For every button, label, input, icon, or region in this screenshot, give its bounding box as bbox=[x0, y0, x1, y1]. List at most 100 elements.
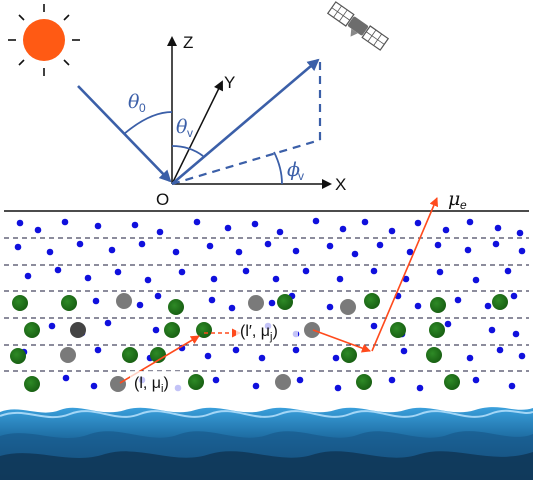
aerosol-particle-small bbox=[131, 221, 139, 229]
svg-text:v: v bbox=[187, 126, 193, 140]
aerosol-particle-small bbox=[339, 225, 347, 233]
thetav-label: θ v bbox=[176, 116, 193, 140]
aerosol-particle-small bbox=[104, 319, 112, 327]
aerosol-particle-small bbox=[208, 296, 216, 304]
aerosol-particle-small bbox=[16, 219, 24, 227]
aerosol-particle-green bbox=[429, 322, 445, 338]
aerosol-particle-small bbox=[228, 304, 236, 312]
svg-text:θ: θ bbox=[176, 116, 188, 138]
aerosol-particle-small bbox=[46, 248, 54, 256]
aerosol-particle-green bbox=[168, 299, 184, 315]
aerosol-particle-small bbox=[34, 226, 42, 234]
view-direction-ray bbox=[171, 58, 320, 185]
aerosol-particle-small bbox=[206, 242, 214, 250]
aerosol-particle-small bbox=[235, 248, 243, 256]
aerosol-particle-small bbox=[212, 376, 220, 384]
aerosol-particle-green bbox=[390, 322, 406, 338]
aerosol-particle-small bbox=[152, 326, 160, 334]
aerosol-particle-small bbox=[224, 224, 232, 232]
aerosol-particle-small bbox=[136, 301, 144, 309]
aerosol-particle-green bbox=[24, 376, 40, 392]
aerosol-particle-small bbox=[178, 268, 186, 276]
aerosol-particle-green bbox=[277, 294, 293, 310]
aerosol-particle-small bbox=[94, 346, 102, 354]
aerosol-particle-small bbox=[252, 382, 260, 390]
mu-e-label: μ e bbox=[448, 188, 467, 212]
x-axis-label: X bbox=[335, 175, 346, 194]
aerosol-particle-small bbox=[376, 241, 384, 249]
aerosol-particle-small bbox=[62, 374, 70, 382]
aerosol-particle-small bbox=[464, 246, 472, 254]
aerosol-particle-small bbox=[444, 320, 452, 328]
aerosol-particle-green bbox=[492, 294, 508, 310]
svg-text:μ: μ bbox=[448, 188, 460, 210]
aerosol-particle-green bbox=[61, 295, 77, 311]
aerosol-particle-small bbox=[292, 346, 300, 354]
aerosol-particle-small bbox=[242, 267, 250, 275]
aerosol-particle-green bbox=[164, 322, 180, 338]
photon-segment-3 bbox=[312, 329, 371, 353]
aerosol-particle-small bbox=[292, 247, 300, 255]
aerosol-particle-gray bbox=[60, 347, 76, 363]
aerosol-particle-small bbox=[504, 267, 512, 275]
aerosol-particle-small bbox=[90, 382, 98, 390]
aerosol-particle-small bbox=[232, 346, 240, 354]
origin-label: O bbox=[156, 190, 169, 209]
theta0-label: θ 0 bbox=[128, 91, 146, 115]
aerosol-particle-small bbox=[92, 297, 100, 305]
aerosol-particle-small bbox=[272, 275, 280, 283]
y-axis bbox=[171, 80, 223, 185]
y-axis-label: Y bbox=[224, 73, 235, 92]
aerosol-particle-green bbox=[150, 347, 166, 363]
aerosol-particle-small bbox=[472, 376, 480, 384]
aerosol-particle-green bbox=[122, 347, 138, 363]
aerosol-particle-small bbox=[472, 276, 480, 284]
satellite-icon bbox=[326, 1, 390, 51]
aerosol-particle-small bbox=[76, 240, 84, 248]
phiv-arc bbox=[273, 151, 283, 185]
aerosol-particle-dark bbox=[70, 322, 86, 338]
aerosol-particle-small bbox=[508, 382, 516, 390]
aerosol-particle-small bbox=[414, 302, 422, 310]
aerosol-particle-small bbox=[406, 248, 414, 256]
aerosol-particle-small bbox=[416, 384, 424, 392]
aerosol-particle-small bbox=[512, 330, 520, 338]
aerosol-particle-small bbox=[442, 226, 450, 234]
aerosol-particle-small bbox=[54, 266, 62, 274]
aerosol-particle-small bbox=[492, 240, 500, 248]
aerosol-particle-small bbox=[61, 218, 69, 226]
aerosol-particle-small bbox=[276, 228, 284, 236]
aerosol-particle-small bbox=[388, 376, 396, 384]
aerosol-particle-green bbox=[188, 374, 204, 390]
aerosol-particle-small bbox=[496, 346, 504, 354]
aerosol-particle-small bbox=[336, 275, 344, 283]
svg-text:v: v bbox=[298, 169, 304, 183]
aerosol-particle-green bbox=[12, 295, 28, 311]
aerosol-particle-gray bbox=[275, 374, 291, 390]
z-axis-label: Z bbox=[183, 33, 193, 52]
aerosol-particle-small bbox=[24, 272, 32, 280]
aerosol-particle-green bbox=[24, 322, 40, 338]
aerosol-particle-small bbox=[388, 227, 396, 235]
aerosol-particle-small bbox=[326, 242, 334, 250]
aerosol-particle-small bbox=[144, 276, 152, 284]
aerosol-particle-small bbox=[454, 296, 462, 304]
thetav-arc bbox=[171, 145, 204, 157]
svg-text:e: e bbox=[460, 198, 467, 212]
aerosol-particle-gray bbox=[304, 322, 320, 338]
svg-text:0: 0 bbox=[139, 101, 146, 115]
aerosol-particle-small bbox=[296, 376, 304, 384]
svg-text:θ: θ bbox=[128, 91, 140, 113]
ocean-wave-crest bbox=[0, 409, 533, 419]
geometry-vectors bbox=[77, 58, 322, 186]
aerosol-particle-small bbox=[361, 218, 369, 226]
aerosol-particle-green bbox=[430, 297, 446, 313]
aerosol-particle-small bbox=[268, 299, 276, 307]
aerosol-particle-small bbox=[84, 274, 92, 282]
aerosol-particle-small bbox=[312, 217, 320, 225]
aerosol-particle-small bbox=[351, 250, 359, 258]
aerosol-particle-small bbox=[434, 241, 442, 249]
aerosol-particle-small bbox=[494, 224, 502, 232]
aerosol-particle-small bbox=[370, 322, 378, 330]
aerosol-particle-small bbox=[518, 352, 526, 360]
